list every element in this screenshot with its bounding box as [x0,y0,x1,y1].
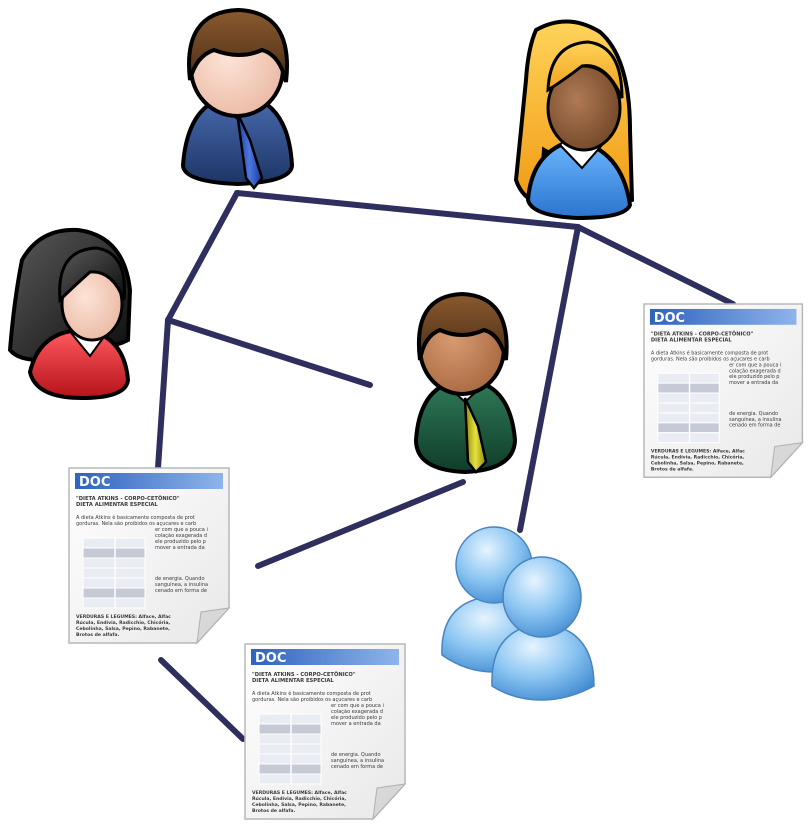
connector-line [234,190,581,230]
doc-table [82,537,146,609]
doc-footer-line: Rúcula, Endívia, Radicchio, Chicória, [651,453,744,460]
connector-line [575,224,736,307]
doc-footer-line: Brotos de alfafa. [76,632,119,638]
doc-body-line: cenado em forma de [331,764,383,770]
doc-footer-line: Brotos de alfafa. [651,466,694,472]
doc-body-line: A dieta Atkins é basicamente composta de… [252,690,371,697]
connector-line [155,317,171,471]
doc-body-line: mover a entrada da [729,380,778,386]
doc-body-line: cenado em forma de [729,423,780,429]
doc-title: "DIETA ATKINS - CORPO-CETÔNICO" [252,671,356,678]
doc-subtitle: DIETA ALIMENTAR ESPECIAL [252,678,334,684]
doc-body-line: gorduras. Nela são proibidos os açucares… [76,521,196,527]
doc-body-line: sanguínea, a insulina [155,581,208,588]
document-icon: DOC "DIETA ATKINS - CORPO-CETÔNICO"DIETA … [244,643,407,821]
doc-table [258,713,322,785]
doc-badge: DOC [255,651,286,666]
user-group-icon [441,526,595,701]
doc-body-line: de energia. Quando [729,411,778,417]
doc-title: "DIETA ATKINS - CORPO-CETÔNICO" [76,495,180,502]
doc-body-line: gorduras. Nela são proibidos os açucares… [651,356,770,362]
doc-body-line: er com que a pouca i [331,703,384,709]
doc-body-line: ele produzido pelo p [155,539,206,545]
doc-body-line: er com que a pouca i [155,527,208,533]
woman-blonde-icon [513,19,635,221]
doc-body-line: mover a entrada da [155,545,205,551]
doc-badge: DOC [79,475,110,490]
doc-footer-line: Brotos de alfafa. [252,808,295,814]
document-icon: DOC "DIETA ATKINS - CORPO-CETÔNICO"DIETA … [643,303,804,479]
doc-badge: DOC [654,311,685,326]
doc-footer-line: Cebolinha, Salsa, Pepino, Rabanete, [651,460,744,466]
doc-footer-line: VERDURAS E LEGUMES: Alface, Alfac [651,449,745,455]
doc-body-line: ele produzido pelo p [331,715,382,721]
doc-body-line: colação exagerada d [331,709,383,715]
doc-footer-line: VERDURAS E LEGUMES: Alface, Alfac [252,790,347,796]
doc-body-line: gorduras. Nela são proibidos os açucares… [252,697,372,703]
document-icon: DOC "DIETA ATKINS - CORPO-CETÔNICO"DIETA … [68,467,231,645]
doc-body-line: cenado em forma de [155,588,207,594]
doc-body-line: ele produzido pelo p [729,374,779,380]
connector-line [165,317,373,388]
doc-body-line: de energia. Quando [331,752,381,758]
doc-subtitle: DIETA ALIMENTAR ESPECIAL [651,338,732,344]
doc-footer-line: Rúcula, Endívia, Radicchio, Chicória, [76,619,170,626]
doc-footer-line: VERDURAS E LEGUMES: Alface, Alfac [76,614,171,620]
doc-body-line: sanguínea, a insulina [729,416,781,423]
connector-line [255,479,466,569]
doc-body-line: colação exagerada d [155,533,207,539]
doc-footer-line: Cebolinha, Salsa, Pepino, Rabanete, [252,802,346,808]
doc-table [657,372,720,444]
connector-line [165,190,240,323]
connectors [155,190,736,742]
connector-line [158,657,246,742]
doc-subtitle: DIETA ALIMENTAR ESPECIAL [76,502,158,508]
doc-body-line: sanguínea, a insulina [331,757,384,764]
doc-footer-line: Rúcula, Endívia, Radicchio, Chicória, [252,795,346,802]
doc-footer-line: Cebolinha, Salsa, Pepino, Rabanete, [76,626,170,632]
connector-line [517,224,581,533]
doc-body-line: A dieta Atkins é basicamente composta de… [651,349,768,356]
doc-body-line: mover a entrada da [331,721,381,727]
doc-body-line: colação exagerada d [729,368,780,374]
man-green-suit-icon [413,291,518,475]
doc-body-line: de energia. Quando [155,576,205,582]
man-blue-suit-icon [180,7,295,191]
woman-black-hair-icon [7,227,133,401]
doc-body-line: A dieta Atkins é basicamente composta de… [76,514,195,521]
doc-body-line: er com que a pouca i [729,362,781,368]
doc-title: "DIETA ATKINS - CORPO-CETÔNICO" [651,331,754,338]
